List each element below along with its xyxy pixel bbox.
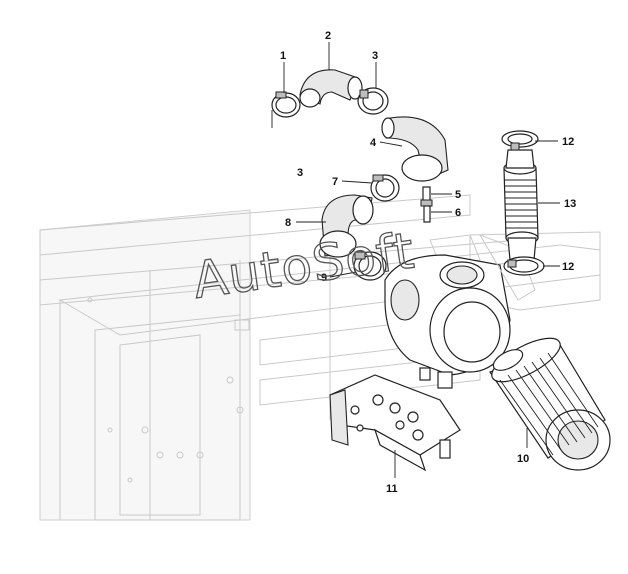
chassis-frame-background — [39, 194, 601, 521]
callout-10: 10 — [517, 453, 529, 465]
callout-13: 13 — [564, 198, 576, 210]
callout-5: 5 — [455, 189, 461, 201]
callout-3-upper: 3 — [372, 50, 378, 62]
callout-6: 6 — [455, 207, 461, 219]
callout-4: 4 — [370, 137, 377, 149]
elbow-hose-8 — [319, 194, 374, 258]
callout-12-upper: 12 — [562, 136, 574, 148]
callout-1: 1 — [280, 50, 286, 62]
intake-pipe-13 — [503, 149, 539, 261]
hose-clamp-12-lower — [503, 256, 545, 276]
callout-3-lower: 3 — [297, 167, 303, 179]
callout-11: 11 — [386, 483, 398, 495]
hose-clamp-9 — [353, 251, 387, 281]
filter-cartridge-10 — [489, 337, 611, 471]
hose-clamp-7 — [370, 174, 400, 202]
callout-12-lower: 12 — [562, 261, 574, 273]
bent-hose-4 — [381, 116, 449, 182]
restriction-sensor-5-6 — [420, 186, 433, 223]
leader-lines — [283, 42, 560, 478]
callout-7: 7 — [332, 176, 338, 188]
mounting-bracket-11 — [329, 374, 461, 472]
callout-2: 2 — [325, 30, 331, 42]
hose-clamp-1 — [271, 91, 301, 128]
callout-8: 8 — [285, 217, 291, 229]
callout-9: 9 — [321, 272, 327, 284]
callout-labels: 1 2 3 3 4 5 6 7 8 9 10 11 12 12 13 — [280, 30, 576, 495]
air-filter-housing — [384, 234, 536, 389]
elbow-hose-2 — [299, 69, 363, 108]
hose-clamp-3-upper — [357, 87, 389, 115]
hose-clamp-12-upper — [501, 130, 539, 151]
